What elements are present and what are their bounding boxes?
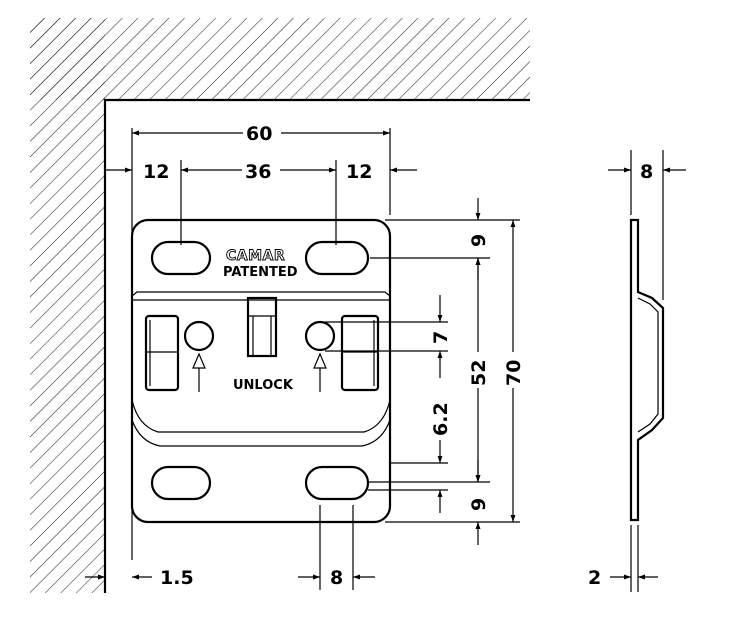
center-latch xyxy=(246,296,278,358)
slot-bottom-right xyxy=(304,465,370,501)
slot-bottom-left xyxy=(150,465,212,501)
dim-right-margin: 12 xyxy=(346,161,372,183)
dim-total-height: 70 xyxy=(503,360,525,386)
hole-left xyxy=(183,320,215,352)
latch-right xyxy=(340,314,380,392)
wall-top-hatch xyxy=(105,18,530,100)
dim-left-margin: 12 xyxy=(143,161,169,183)
dim-lower-offset: 6.2 xyxy=(430,402,452,436)
dim-top-offset: 9 xyxy=(468,234,490,247)
slot-top-right xyxy=(304,240,370,276)
dim-middle-height: 52 xyxy=(468,360,490,386)
dimension-labels: 60 12 36 12 1.5 8 9 7 52 70 6.2 9 8 2 xyxy=(141,122,653,589)
raised-panel xyxy=(131,291,391,297)
dim-plate-thickness: 2 xyxy=(588,567,601,589)
mounting-plate-side xyxy=(629,218,665,522)
patented-label: PATENTED xyxy=(223,265,298,280)
hole-right xyxy=(304,320,336,352)
dim-wall-gap: 1.5 xyxy=(160,567,194,589)
dim-total-width: 60 xyxy=(246,123,272,145)
dim-slot-spacing: 36 xyxy=(245,161,271,183)
brand-logo: CAMAR xyxy=(226,248,285,264)
dim-side-depth: 8 xyxy=(640,161,653,183)
mounting-plate-front: CAMAR PATENTED xyxy=(130,218,392,524)
wall-vertical-hatch xyxy=(30,18,105,593)
slot-top-left xyxy=(150,240,212,276)
dim-slot-width: 8 xyxy=(330,567,343,589)
latch-left xyxy=(144,314,180,392)
wall-edge xyxy=(103,98,530,593)
side-profile xyxy=(629,218,665,522)
dim-bottom-offset: 9 xyxy=(468,498,490,511)
unlock-label: UNLOCK xyxy=(233,378,294,393)
dim-hole-height: 7 xyxy=(430,331,452,344)
wall-section xyxy=(30,18,530,593)
unlock-arrow-left xyxy=(192,352,206,392)
unlock-arrow-right xyxy=(313,352,327,392)
